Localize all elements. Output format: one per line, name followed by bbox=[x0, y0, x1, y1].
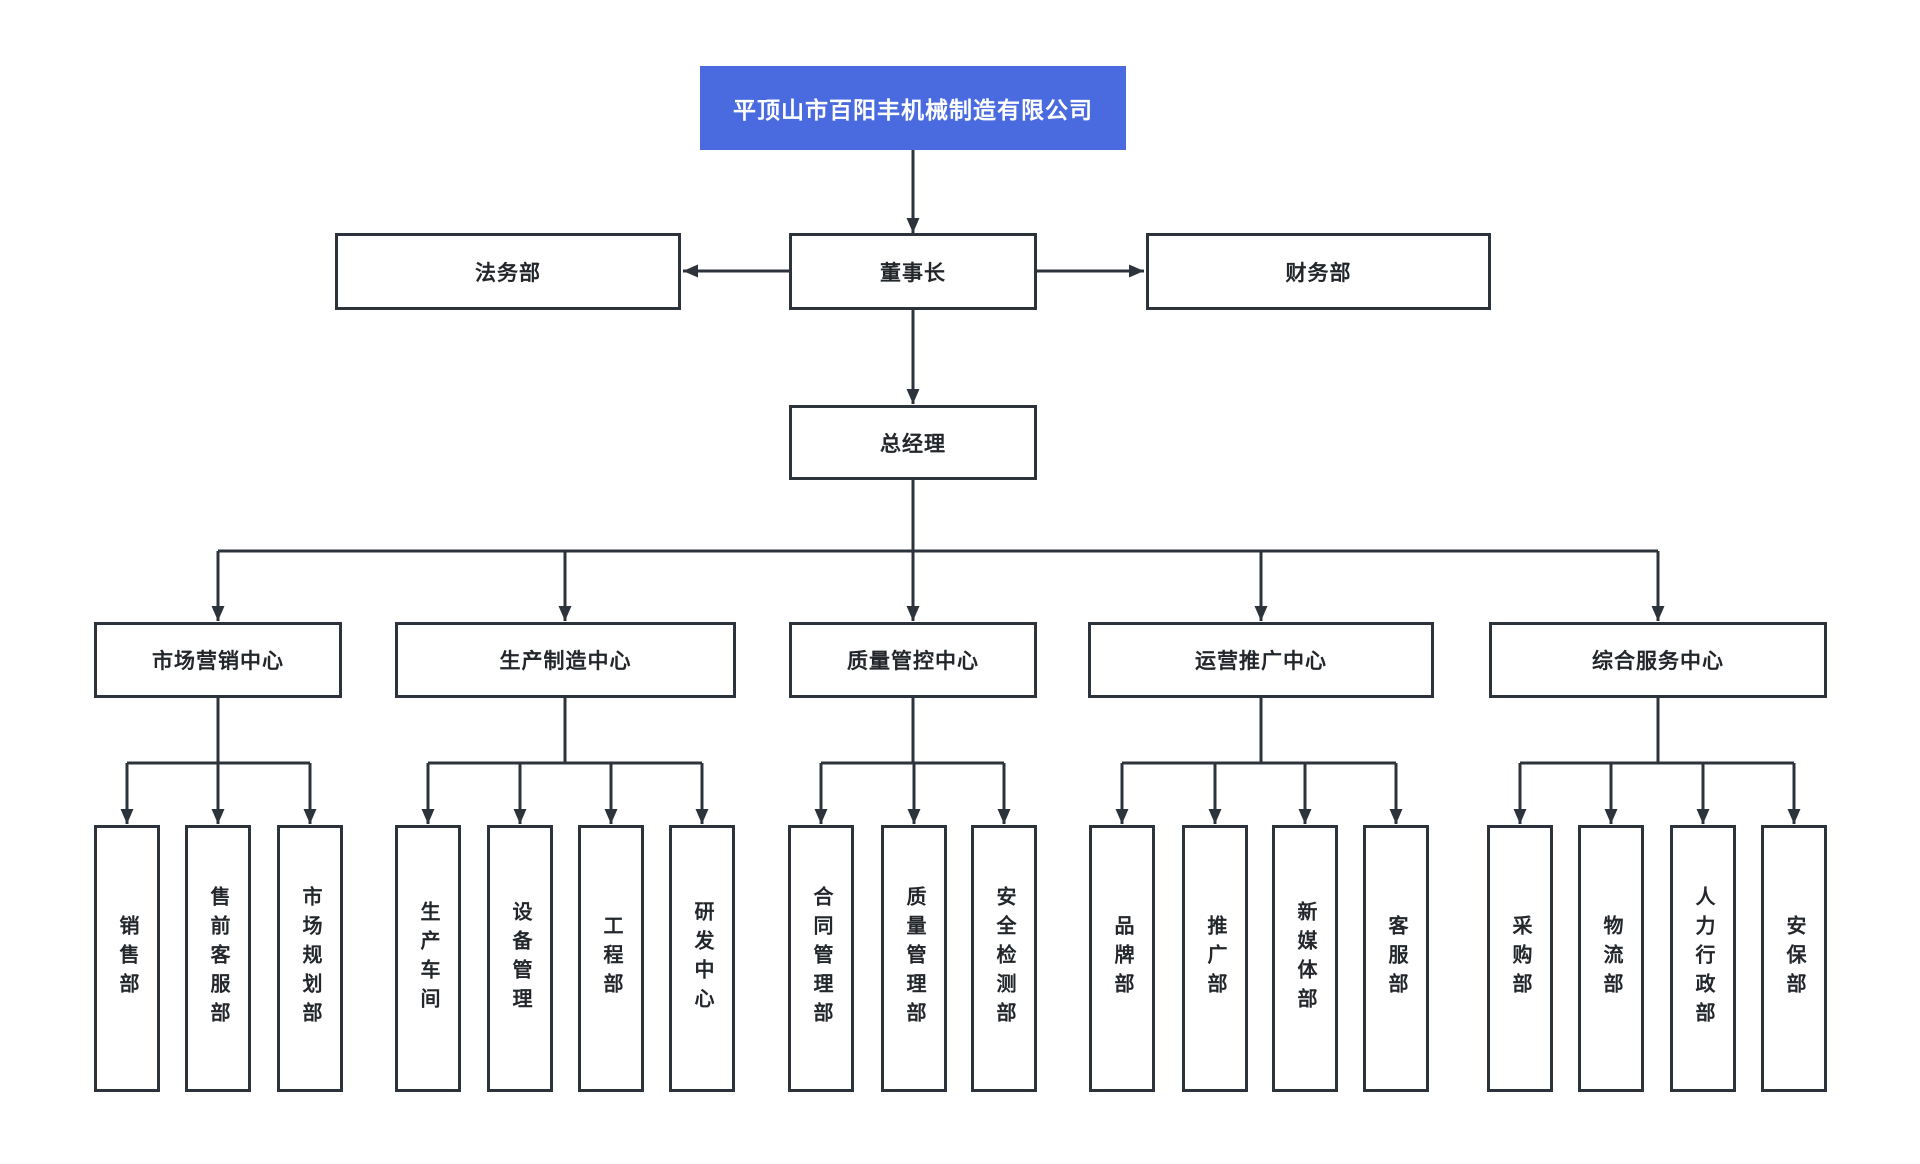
sales-dept-leaf: 销售部 bbox=[94, 825, 160, 1092]
production-center-node: 生产制造中心 bbox=[395, 622, 736, 698]
hr-admin-dept-leaf: 人力行政部 bbox=[1670, 825, 1736, 1092]
market-planning-dept-leaf: 市场规划部 bbox=[277, 825, 343, 1092]
security-dept-leaf: 安保部 bbox=[1761, 825, 1827, 1092]
equipment-management-leaf: 设备管理 bbox=[487, 825, 553, 1092]
brand-dept-leaf: 品牌部 bbox=[1089, 825, 1155, 1092]
quality-management-dept-leaf: 质量管理部 bbox=[881, 825, 947, 1092]
root-company-node: 平顶山市百阳丰机械制造有限公司 bbox=[700, 66, 1126, 150]
production-workshop-leaf: 生产车间 bbox=[395, 825, 461, 1092]
general-manager-node: 总经理 bbox=[789, 405, 1037, 480]
safety-inspection-dept-leaf: 安全检测部 bbox=[971, 825, 1037, 1092]
finance-dept-node: 财务部 bbox=[1146, 233, 1491, 310]
promotion-dept-leaf: 推广部 bbox=[1182, 825, 1248, 1092]
chairman-node: 董事长 bbox=[789, 233, 1037, 310]
engineering-dept-leaf: 工程部 bbox=[578, 825, 644, 1092]
quality-center-node: 质量管控中心 bbox=[789, 622, 1037, 698]
services-center-node: 综合服务中心 bbox=[1489, 622, 1827, 698]
legal-dept-node: 法务部 bbox=[335, 233, 681, 310]
logistics-dept-leaf: 物流部 bbox=[1578, 825, 1644, 1092]
procurement-dept-leaf: 采购部 bbox=[1487, 825, 1553, 1092]
customer-service-dept-leaf: 客服部 bbox=[1363, 825, 1429, 1092]
presales-service-dept-leaf: 售前客服部 bbox=[185, 825, 251, 1092]
marketing-center-node: 市场营销中心 bbox=[94, 622, 342, 698]
new-media-dept-leaf: 新媒体部 bbox=[1272, 825, 1338, 1092]
operations-center-node: 运营推广中心 bbox=[1088, 622, 1434, 698]
rnd-center-leaf: 研发中心 bbox=[669, 825, 735, 1092]
contract-management-dept-leaf: 合同管理部 bbox=[788, 825, 854, 1092]
